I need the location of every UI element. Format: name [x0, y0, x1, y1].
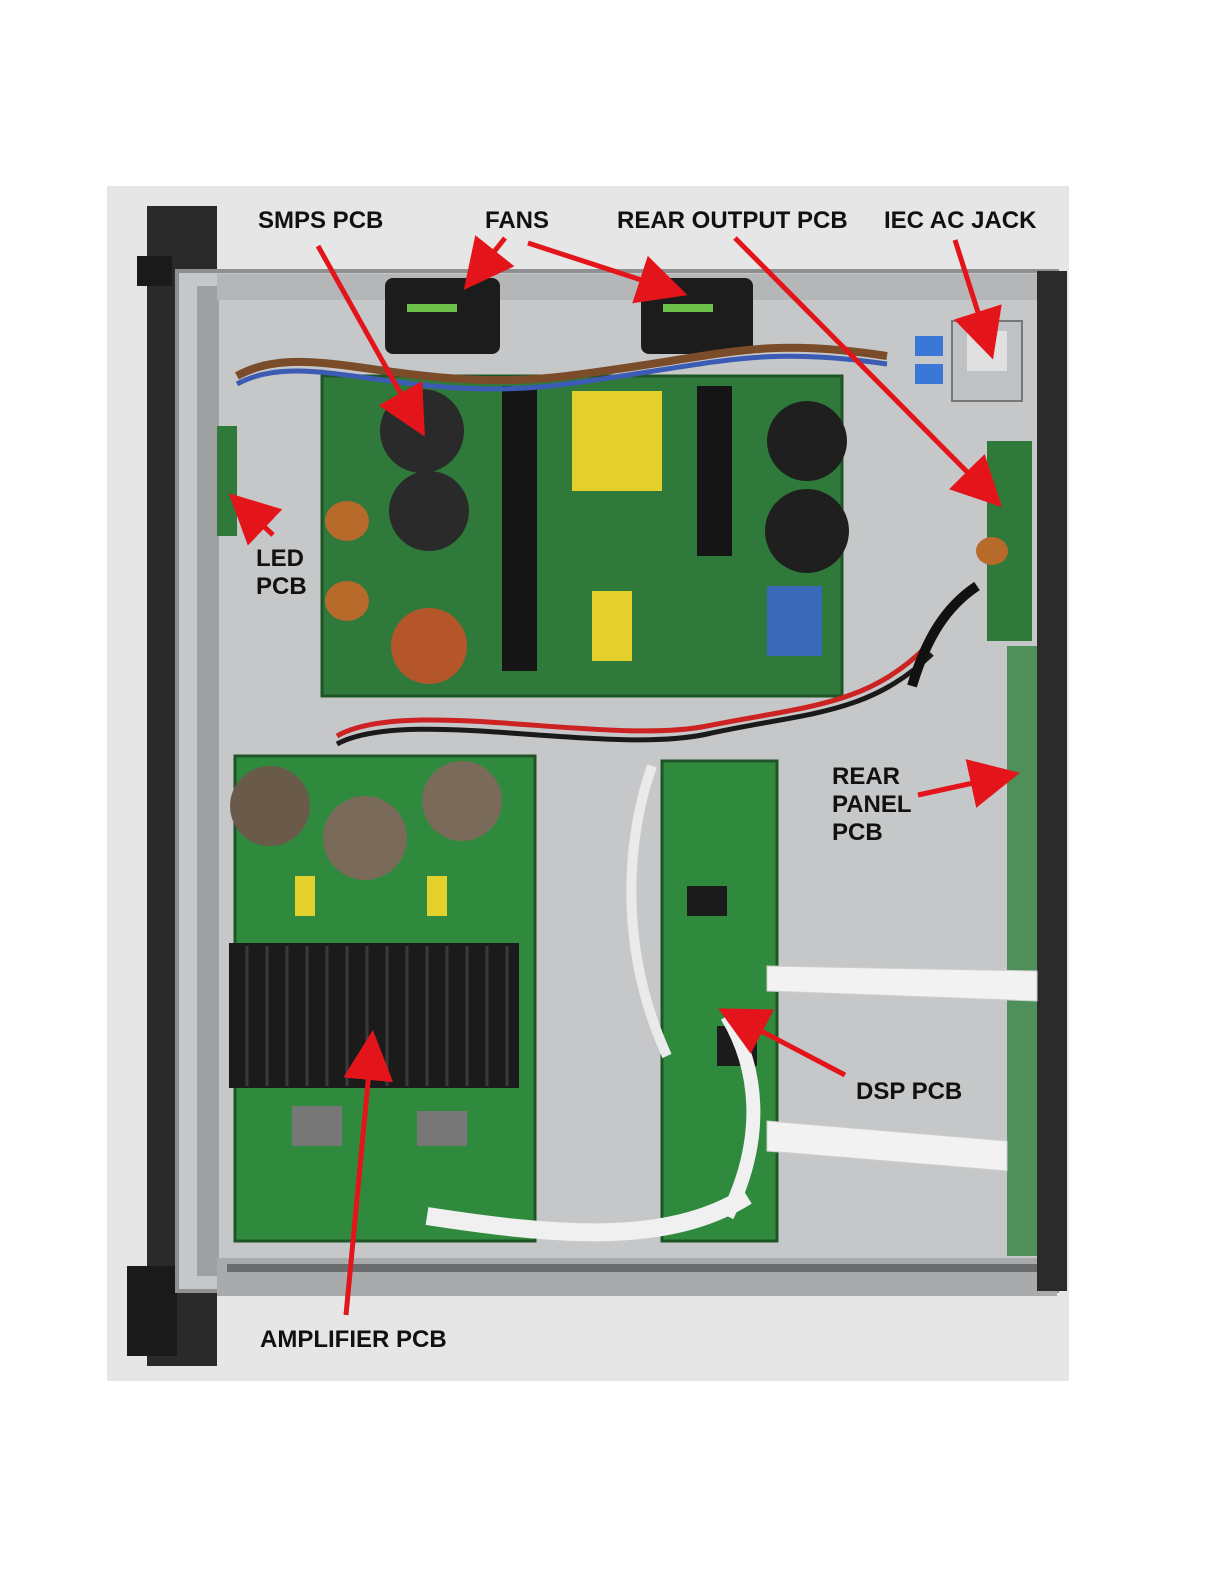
- label-rear-output-pcb: REAR OUTPUT PCB: [617, 207, 848, 235]
- label-iec-ac-jack: IEC AC JACK: [884, 207, 1036, 235]
- label-smps-pcb: SMPS PCB: [258, 207, 383, 235]
- label-rear-panel-pcb-line3: PCB: [832, 819, 912, 847]
- label-amplifier-pcb: AMPLIFIER PCB: [260, 1326, 447, 1354]
- arrow-dsp: [727, 1013, 845, 1075]
- arrow-fan-right: [528, 243, 678, 292]
- label-led-pcb: LED PCB: [256, 545, 307, 601]
- label-led-pcb-line1: LED: [256, 545, 307, 573]
- label-led-pcb-line2: PCB: [256, 573, 307, 601]
- label-rear-panel-pcb-line1: REAR: [832, 763, 912, 791]
- label-rear-panel-pcb: REAR PANEL PCB: [832, 763, 912, 847]
- arrow-fan-left: [470, 238, 505, 282]
- label-dsp-pcb: DSP PCB: [856, 1078, 962, 1106]
- arrow-amplifier: [346, 1040, 372, 1315]
- label-fans: FANS: [485, 207, 549, 235]
- label-rear-panel-pcb-line2: PANEL: [832, 791, 912, 819]
- arrow-iec: [955, 240, 990, 350]
- arrow-rear-output: [735, 238, 995, 500]
- arrow-rear-panel: [918, 775, 1010, 795]
- arrow-led: [236, 500, 273, 535]
- arrow-smps: [318, 246, 420, 428]
